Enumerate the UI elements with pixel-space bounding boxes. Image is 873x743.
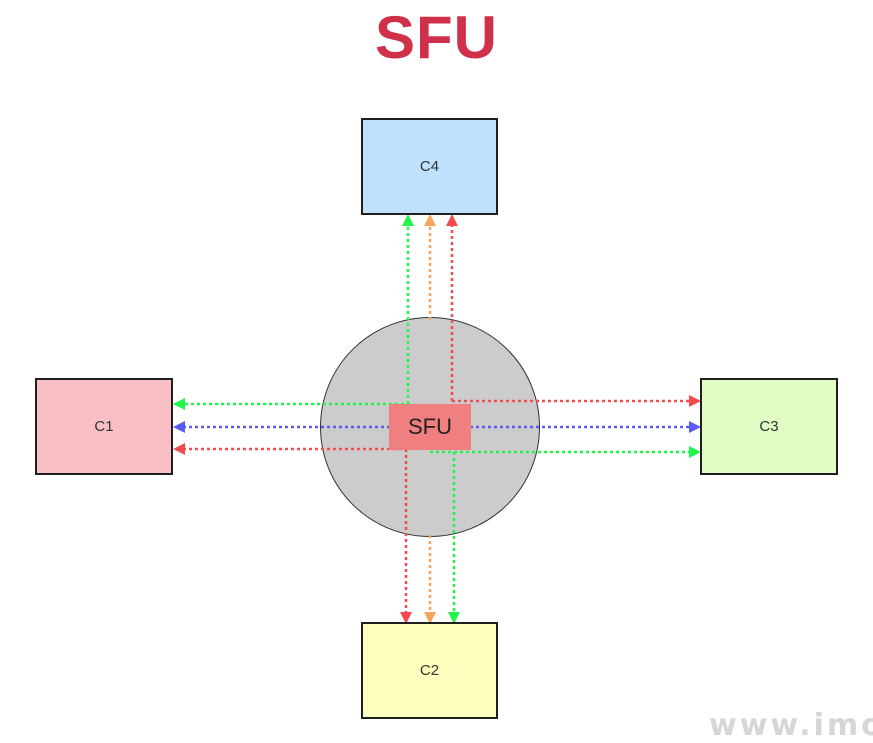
client-c1: C1 [35,378,173,475]
watermark: www.imoo [709,708,873,743]
client-c2: C2 [361,622,498,719]
client-c3: C3 [700,378,838,475]
sfu-hub-label: SFU [389,404,471,450]
client-c4: C4 [361,118,498,215]
diagram-title: SFU [375,4,498,71]
